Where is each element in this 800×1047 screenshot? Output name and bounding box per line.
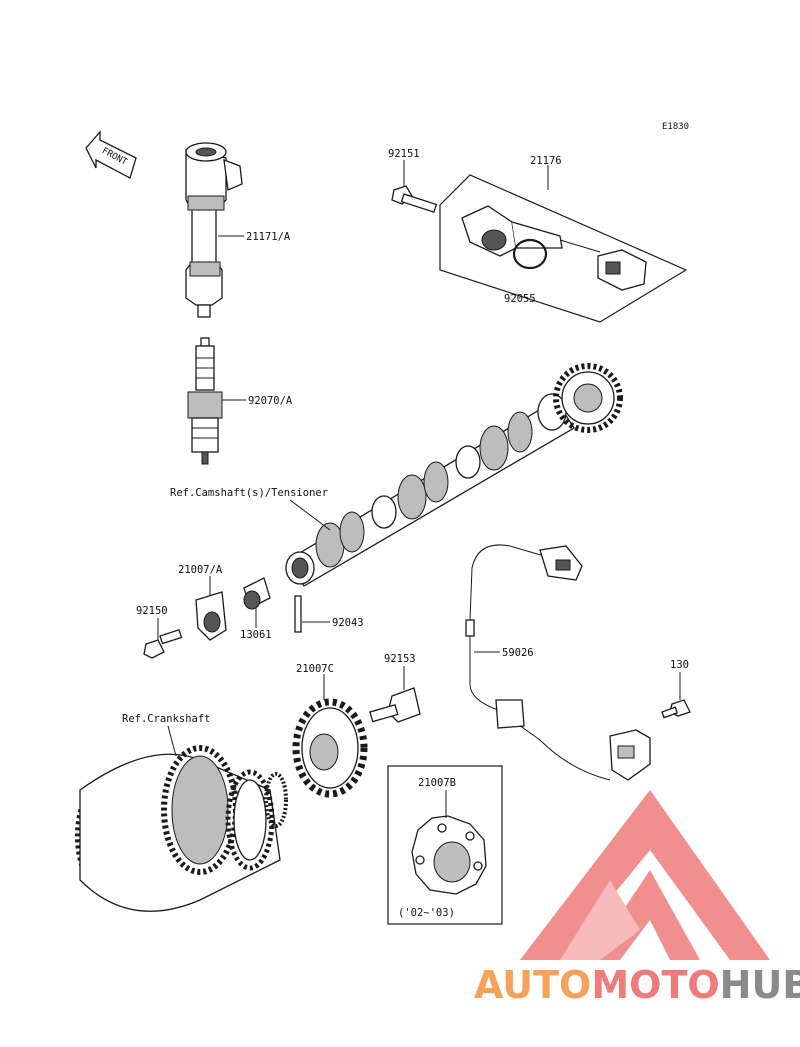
sensor-bracket[interactable] [609,729,651,781]
part-collar-label: 13061 [240,629,272,641]
camshaft-ref-label: Ref.Camshaft(s)/Tensioner [170,487,328,499]
crankshaft-ref-label: Ref.Crankshaft [122,713,211,725]
o-ring[interactable] [512,238,548,270]
part-ignition-coil-label: 21171/A [246,231,291,243]
rotor-a[interactable] [195,591,227,641]
bolt-sensor[interactable] [391,185,438,213]
part-bolt-153-label: 92153 [384,653,416,665]
part-bolt-sensor-label: 92151 [388,148,420,160]
rotor-b-box [387,765,503,925]
rotor-b-years-label: ('02~'03) [398,907,455,919]
watermark-part1: AUTO [474,963,591,1007]
part-rotor-a-label: 21007/A [178,564,223,576]
watermark-part3: HUB [720,963,800,1007]
bolt-150[interactable] [143,629,183,659]
watermark-text: AUTOMOTOHUB [474,963,800,1007]
part-bolt-150-label: 92150 [136,605,168,617]
camshaft[interactable] [285,393,575,587]
part-bolt-130-label: 130 [670,659,689,671]
diagram-code: E1830 [662,122,689,132]
part-pin-label: 92043 [332,617,364,629]
ignition-coil[interactable] [185,142,243,318]
front-arrow-icon: FRONT [85,130,137,179]
rotor-c[interactable] [292,698,368,798]
part-spark-plug-label: 92070/A [248,395,293,407]
rotor-b[interactable] [411,815,487,895]
pickup-coil-box [439,174,688,323]
part-rotor-b-label: 21007B [418,777,456,789]
collar[interactable] [243,577,271,610]
spark-plug[interactable] [187,337,223,465]
watermark-part2: MOTO [591,963,719,1007]
cam-sprocket [553,363,623,433]
bolt-153[interactable] [369,687,421,723]
part-pickup-coil-label: 21176 [530,155,562,167]
pickup-coil[interactable] [461,205,647,291]
part-lead-wire-label: 59026 [502,647,534,659]
part-rotor-c-label: 21007C [296,663,334,675]
part-o-ring-label: 92055 [504,293,536,305]
crankshaft [75,745,288,912]
lead-wire[interactable] [465,544,611,781]
watermark-logo [520,790,770,960]
pin[interactable] [294,595,302,633]
bolt-130[interactable] [661,699,691,719]
